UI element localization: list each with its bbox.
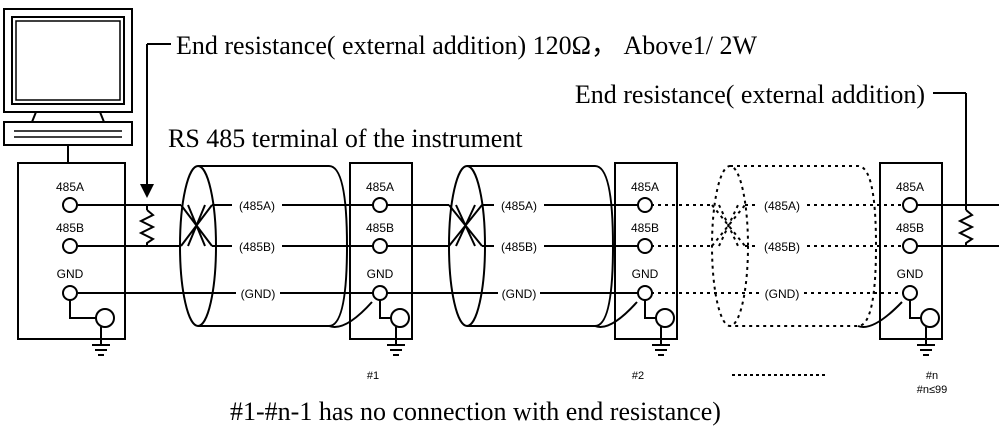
terminal-a-master xyxy=(62,197,78,213)
terminal-label-a-inst-2: 485A xyxy=(631,180,659,194)
wire-label-485b-n: (485B) xyxy=(764,240,800,254)
terminal-label-gnd-inst-n: GND xyxy=(897,267,924,281)
wire-label-485a-2: (485A) xyxy=(501,199,537,213)
terminal-a-inst-2 xyxy=(637,197,653,213)
terminal-b-inst-n xyxy=(902,238,918,254)
terminal-gnd-inst-2 xyxy=(637,285,653,301)
ground-terminal-inst-n xyxy=(920,308,940,328)
terminal-label-gnd-inst-2: GND xyxy=(632,267,659,281)
terminal-label-b-inst-2: 485B xyxy=(631,221,659,235)
twist-1 xyxy=(180,204,213,247)
ground-terminal-inst-2 xyxy=(655,308,675,328)
instrument-ellipsis-text: ------------ xyxy=(777,369,782,371)
instrument-2-number: #2 xyxy=(632,370,644,382)
ground-icon-inst-n xyxy=(917,327,935,356)
gnd-link-inst-n xyxy=(909,300,921,319)
ground-icon-master xyxy=(92,327,110,356)
twist-2 xyxy=(448,204,483,247)
terminal-label-a-master: 485A xyxy=(56,180,84,194)
twist-n xyxy=(711,204,746,247)
terminal-label-gnd-master: GND xyxy=(57,267,84,281)
computer-icon xyxy=(3,8,133,163)
terminal-label-a-inst-n: 485A xyxy=(896,180,924,194)
end-resistor-right xyxy=(957,205,975,246)
ground-icon-inst-2 xyxy=(652,327,670,356)
instrument-n-number: #n xyxy=(926,370,938,382)
end-resistance-left-label: End resistance( external addition) 120Ω，… xyxy=(176,31,757,60)
wire-label-gnd-n: (GND) xyxy=(765,287,800,301)
gnd-link-inst-2 xyxy=(644,300,656,319)
terminal-a-inst-1 xyxy=(372,197,388,213)
end-resistance-right-label: End resistance( external addition) xyxy=(575,80,925,109)
terminal-label-b-master: 485B xyxy=(56,221,84,235)
end-resistor-left xyxy=(138,205,156,246)
callout-left xyxy=(140,43,171,198)
wire-label-485b-2: (485B) xyxy=(501,240,537,254)
rs485-terminal-label: RS 485 terminal of the instrument xyxy=(168,124,523,153)
wire-label-gnd-1: (GND) xyxy=(241,287,276,301)
terminal-gnd-master xyxy=(62,285,78,301)
terminal-label-a-inst-1: 485A xyxy=(366,180,394,194)
ground-icon-inst-1 xyxy=(387,327,405,356)
terminal-label-b-inst-n: 485B xyxy=(896,221,924,235)
gnd-link-inst-1 xyxy=(379,300,391,319)
terminal-b-inst-2 xyxy=(637,238,653,254)
wire-label-485a-n: (485A) xyxy=(764,199,800,213)
terminal-label-gnd-inst-1: GND xyxy=(367,267,394,281)
terminal-label-b-inst-1: 485B xyxy=(366,221,394,235)
wire-label-485b-1: (485B) xyxy=(239,240,275,254)
terminal-gnd-inst-n xyxy=(902,285,918,301)
callout-right xyxy=(933,92,967,205)
terminal-a-inst-n xyxy=(902,197,918,213)
terminal-gnd-inst-1 xyxy=(372,285,388,301)
ground-terminal-inst-1 xyxy=(390,308,410,328)
instrument-1-number: #1 xyxy=(367,370,379,382)
footnote-text: #1-#n-1 has no connection with end resis… xyxy=(230,397,721,426)
terminal-b-inst-1 xyxy=(372,238,388,254)
instrument-limit: #n≤99 xyxy=(917,384,948,396)
wire-label-gnd-2: (GND) xyxy=(502,287,537,301)
terminal-b-master xyxy=(62,238,78,254)
gnd-link-master xyxy=(69,300,96,319)
wire-label-485a-1: (485A) xyxy=(239,199,275,213)
ground-terminal-master xyxy=(95,308,115,328)
